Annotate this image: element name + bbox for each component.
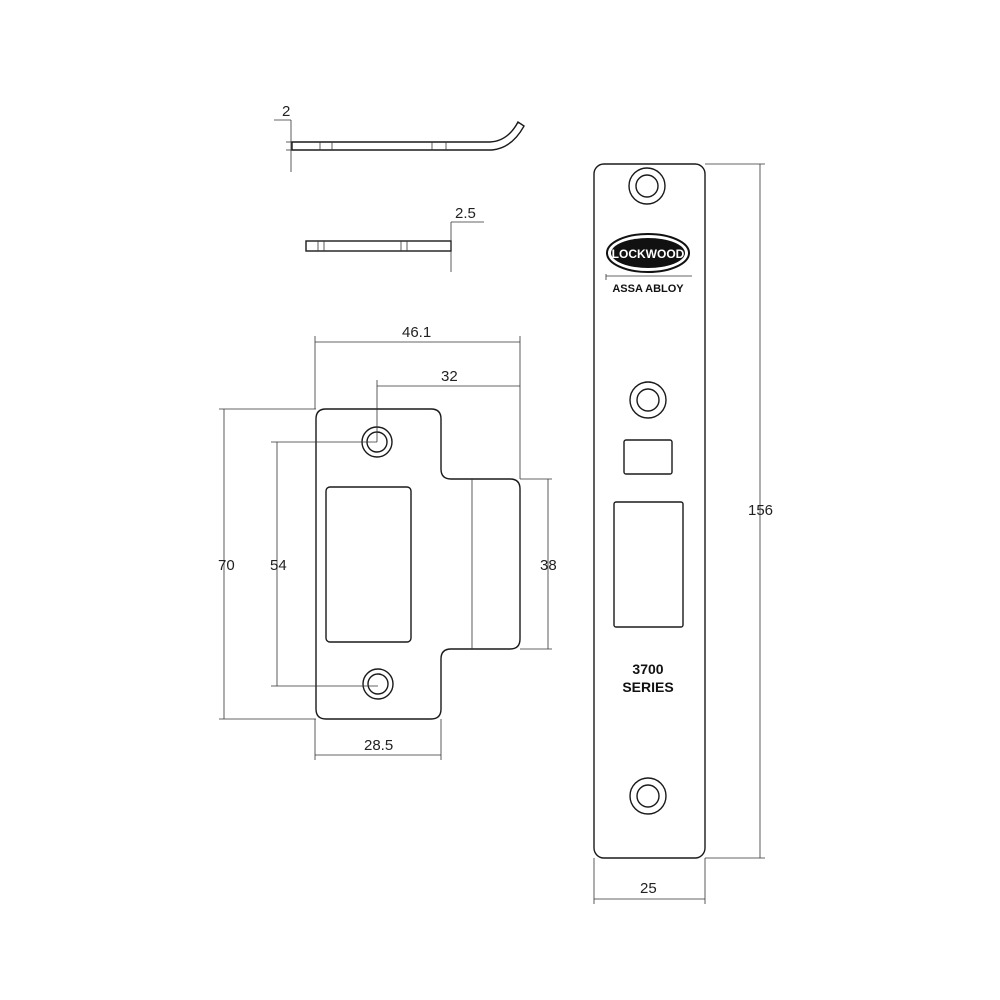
dim-height-group: 70: [218, 408, 316, 720]
dim-hole-to-lip: 32: [441, 368, 458, 385]
dim-overall-width: 46.1: [402, 324, 431, 341]
screw-hole-long-middle: [629, 381, 667, 419]
side-view-bent-plate: 2: [274, 103, 525, 172]
dim-lip-height-group: 38: [520, 478, 557, 650]
side-view-flat-plate: 2.5: [305, 205, 484, 272]
long-strike-plate: LOCKWOOD ASSA ABLOY 3700 SERIES: [593, 163, 706, 859]
dim-short-plate-thickness: 2: [282, 103, 290, 120]
dim-long-plate-width: 25: [640, 880, 657, 897]
screw-hole-bottom: [362, 668, 394, 700]
screw-hole-long-top: [628, 167, 666, 205]
dim-overall-width-group: 46.1: [314, 324, 521, 479]
latch-cutout: [325, 486, 412, 643]
screw-hole-long-bottom: [629, 777, 667, 815]
dim-hole-centers-group: 54: [270, 441, 378, 687]
dim-plate-width-group: 28.5: [314, 719, 442, 760]
short-strike-plate: [315, 408, 521, 720]
dim-flat-plate-thickness: 2.5: [455, 205, 476, 222]
dim-long-plate-height-group: 156: [705, 163, 773, 859]
dim-plate-width: 28.5: [364, 737, 393, 754]
lockwood-logo: LOCKWOOD: [606, 233, 690, 273]
dim-long-plate-height: 156: [748, 502, 773, 519]
company-label: ASSA ABLOY: [612, 283, 684, 295]
dim-lip-height: 38: [540, 557, 557, 574]
dim-hole-to-lip-group: 32: [376, 368, 520, 442]
dim-hole-centers: 54: [270, 557, 287, 574]
dim-height: 70: [218, 557, 235, 574]
latch-cutout-long: [613, 501, 684, 628]
series-number: 3700: [632, 661, 663, 677]
series-label: SERIES: [622, 679, 673, 695]
deadlatch-cutout: [623, 439, 673, 475]
svg-text:LOCKWOOD: LOCKWOOD: [612, 247, 685, 261]
dim-long-plate-width-group: 25: [593, 858, 706, 904]
